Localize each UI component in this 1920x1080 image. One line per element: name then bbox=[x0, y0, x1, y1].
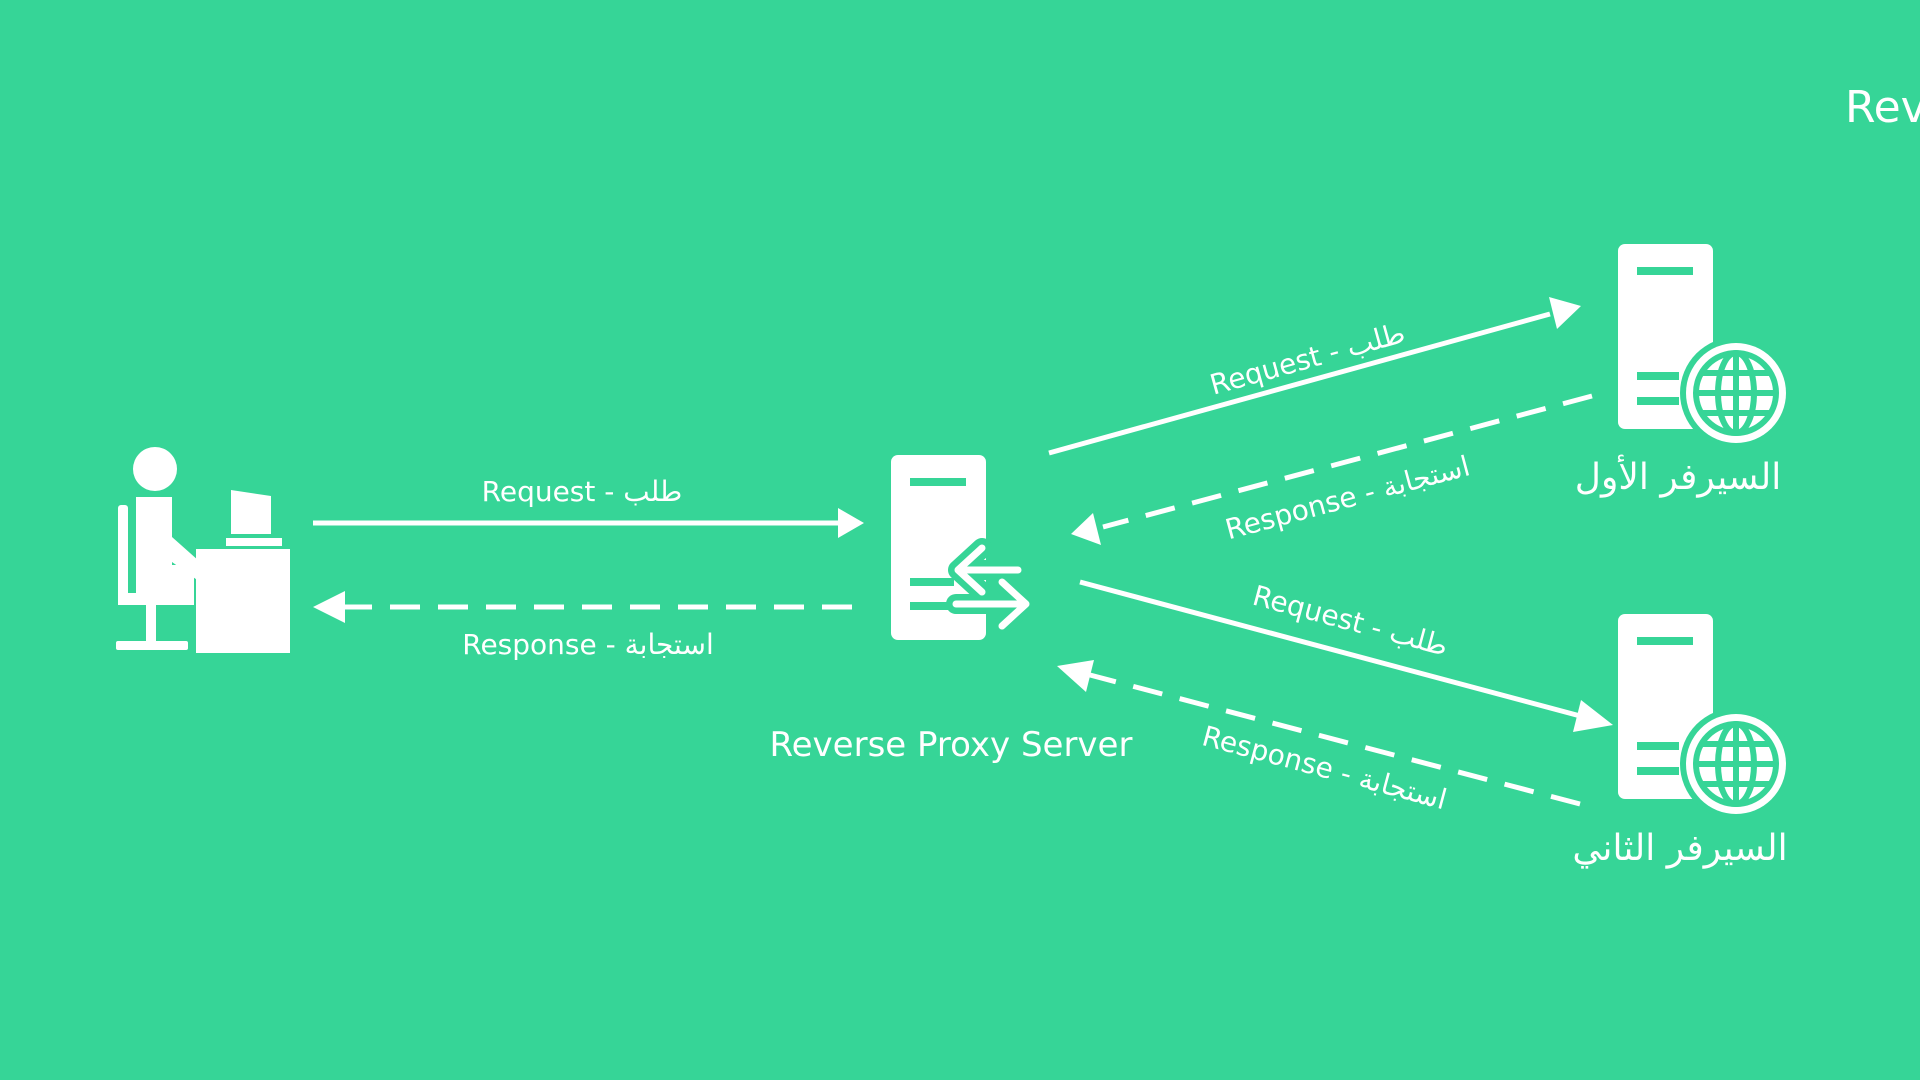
arrowhead bbox=[838, 508, 864, 538]
arrowhead bbox=[1057, 660, 1094, 692]
edge-label-client-proxy: Request - طلب bbox=[482, 475, 683, 508]
arrowhead bbox=[313, 591, 345, 623]
request-arrow-proxy-server1 bbox=[1048, 311, 1551, 456]
diagram-title: إرسال الطلب بوجود Reverse Proxy bbox=[1845, 82, 1920, 133]
web-server-globe-icon bbox=[1618, 614, 1792, 820]
server1-label: السيرفر الأول bbox=[1575, 454, 1781, 498]
arrowhead bbox=[1573, 700, 1613, 732]
response-arrow-server1-proxy bbox=[1102, 393, 1593, 530]
response-arrow-server2-proxy bbox=[1089, 672, 1581, 807]
edge-label-proxy-client: Response - استجابة bbox=[462, 628, 714, 661]
arrowhead bbox=[1071, 513, 1101, 545]
proxy-label: Reverse Proxy Server bbox=[770, 725, 1133, 765]
request-arrow-proxy-server2 bbox=[1079, 579, 1585, 720]
person-at-desk-icon bbox=[116, 447, 290, 653]
proxy-server-icon bbox=[891, 455, 1036, 640]
arrowhead bbox=[1549, 297, 1581, 329]
web-server-globe-icon bbox=[1618, 244, 1792, 449]
server2-label: السيرفر الثاني bbox=[1572, 828, 1787, 869]
